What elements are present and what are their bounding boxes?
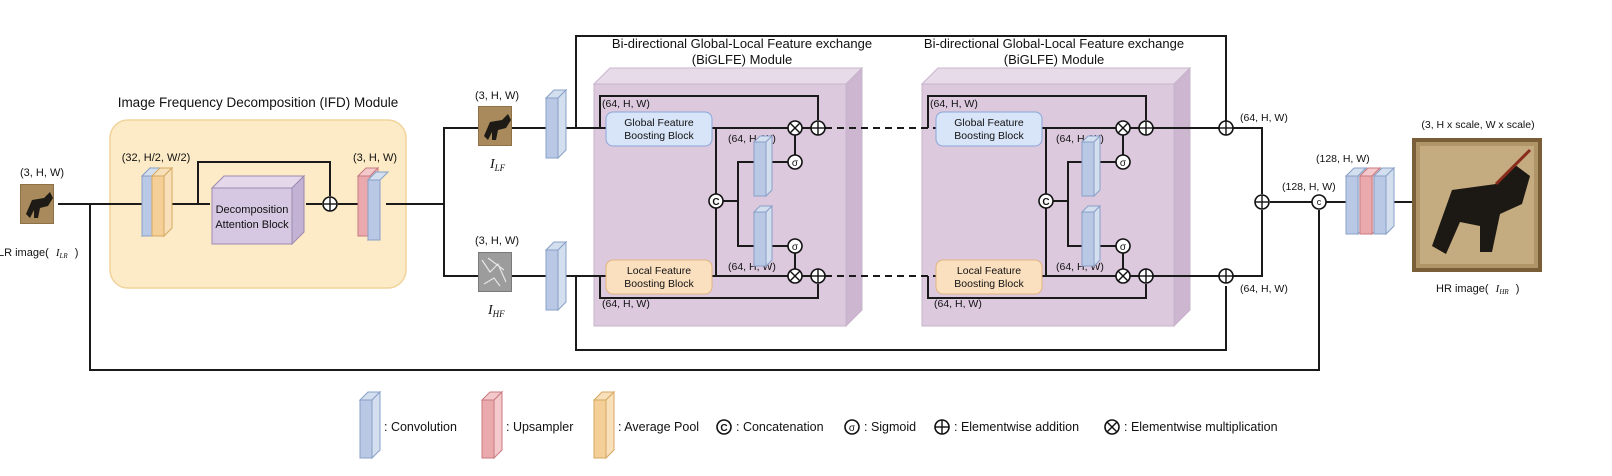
hf-conv-layer xyxy=(544,240,568,312)
svg-text:σ: σ xyxy=(792,242,799,253)
outer-bottom-add xyxy=(1218,268,1234,284)
svg-text:C: C xyxy=(720,423,727,434)
svg-text:σ: σ xyxy=(1120,242,1127,253)
local-block-1-line2: Boosting Block xyxy=(624,278,694,290)
legend-convolution-label: : Convolution xyxy=(384,420,457,434)
svg-text:c: c xyxy=(1317,197,1322,207)
merge-dim-bottom: (64, H, W) xyxy=(1240,283,1288,295)
legend-concatenation-label: : Concatenation xyxy=(736,420,824,434)
legend-upsampler-label: : Upsampler xyxy=(506,420,573,434)
merge-dim-conv: (128, H, W) xyxy=(1316,153,1370,165)
merge-dim-cat: (128, H, W) xyxy=(1282,181,1336,193)
legend: : Convolution : Upsampler : Average Pool… xyxy=(358,390,1278,460)
global-block-2-line2: Boosting Block xyxy=(954,130,1024,142)
biglfe-2-title-line2: (BiGLFE) Module xyxy=(1004,52,1104,67)
ifd-addition-op xyxy=(322,196,338,212)
global-feature-boosting-block-2: Global Feature Boosting Block xyxy=(935,111,1043,147)
biglfe-1-lower-add xyxy=(810,268,826,284)
local-feature-boosting-block-1: Local Feature Boosting Block xyxy=(605,259,713,295)
svg-text:σ: σ xyxy=(1120,158,1127,169)
lf-conv-layer xyxy=(544,88,568,160)
biglfe-2-upper-multiply xyxy=(1115,120,1131,136)
ifd-pool-dim-label: (32, H/2, W/2) xyxy=(122,152,190,164)
biglfe-1-lower-multiply xyxy=(787,268,803,284)
biglfe-2-concat-op: C xyxy=(1038,193,1054,209)
output-dim-label: (3, H x scale, W x scale) xyxy=(1421,119,1534,131)
final-concat-op: c xyxy=(1311,194,1327,210)
merge-add-op xyxy=(1254,194,1270,210)
biglfe-2-upper-conv xyxy=(1081,135,1101,197)
biglfe-2-upper-add xyxy=(1138,120,1154,136)
biglfe-1-upper-sigmoid: σ xyxy=(787,154,803,170)
local-block-1-line1: Local Feature xyxy=(627,265,691,277)
legend-sigmoid-label: : Sigmoid xyxy=(864,420,916,434)
biglfe-2-lower-multiply xyxy=(1115,268,1131,284)
biglfe-1-title-line2: (BiGLFE) Module xyxy=(692,52,792,67)
legend-multiplication-label: : Elementwise multiplication xyxy=(1124,420,1278,434)
lr-image-label: LR image( ILR ) xyxy=(0,247,78,261)
input-dim-label: (3, H, W) xyxy=(20,167,64,179)
biglfe-2-dim-bottom: (64, H, W) xyxy=(934,298,982,310)
local-block-2-line1: Local Feature xyxy=(957,265,1021,277)
biglfe-1-title-line1: Bi-directional Global-Local Feature exch… xyxy=(612,36,872,51)
biglfe-1-upper-conv xyxy=(753,135,773,197)
hf-dim-label: (3, H, W) xyxy=(475,235,519,247)
global-block-1-line2: Boosting Block xyxy=(624,130,694,142)
legend-concat-icon: C xyxy=(716,419,732,435)
hf-image xyxy=(478,252,512,292)
biglfe-2-lower-add xyxy=(1138,268,1154,284)
biglfe-1-dim-bottom: (64, H, W) xyxy=(602,298,650,310)
biglfe-2-lower-conv xyxy=(1081,205,1101,267)
biglfe-2-dim-top: (64, H, W) xyxy=(930,98,978,110)
final-conv-layer-2 xyxy=(1372,166,1396,236)
biglfe-1-upper-multiply xyxy=(787,120,803,136)
global-block-2-line1: Global Feature xyxy=(954,117,1024,129)
legend-multiplication-icon xyxy=(1104,419,1120,435)
legend-average-pool-label: : Average Pool xyxy=(618,420,699,434)
local-block-2-line2: Boosting Block xyxy=(954,278,1024,290)
connection-wires xyxy=(58,35,1414,371)
decomposition-block-line2: Attention Block xyxy=(215,219,289,231)
ifd-module-title: Image Frequency Decomposition (IFD) Modu… xyxy=(118,95,399,110)
svg-text:C: C xyxy=(712,197,719,208)
outer-top-add xyxy=(1218,120,1234,136)
merge-dim-top: (64, H, W) xyxy=(1240,112,1288,124)
local-feature-boosting-block-2: Local Feature Boosting Block xyxy=(935,259,1043,295)
biglfe-1-dim-top: (64, H, W) xyxy=(602,98,650,110)
biglfe-1-concat-op: C xyxy=(708,193,724,209)
global-feature-boosting-block-1: Global Feature Boosting Block xyxy=(605,111,713,147)
legend-average-pool-swatch xyxy=(592,390,616,460)
legend-sigmoid-icon: σ xyxy=(844,419,860,435)
biglfe-1-upper-add xyxy=(810,120,826,136)
legend-addition-icon xyxy=(934,419,950,435)
svg-text:σ: σ xyxy=(792,158,799,169)
global-block-1-line1: Global Feature xyxy=(624,117,694,129)
legend-convolution-swatch xyxy=(358,390,382,460)
legend-addition-label: : Elementwise addition xyxy=(954,420,1079,434)
lf-symbol: ILF xyxy=(489,157,506,173)
hr-image-label: HR image( IHR ) xyxy=(1436,283,1519,297)
biglfe-1-lower-sigmoid: σ xyxy=(787,238,803,254)
lf-dim-label: (3, H, W) xyxy=(475,90,519,102)
decomposition-attention-block: Decomposition Attention Block xyxy=(210,174,306,246)
svg-text:σ: σ xyxy=(849,423,856,434)
ifd-out-dim-label: (3, H, W) xyxy=(353,152,397,164)
lf-image xyxy=(478,106,512,146)
biglfe-1-lower-conv xyxy=(753,205,773,267)
biglfe-2-title-line1: Bi-directional Global-Local Feature exch… xyxy=(924,36,1184,51)
ifd-average-pool-layer xyxy=(151,167,173,237)
svg-text:C: C xyxy=(1042,197,1049,208)
hr-image xyxy=(1412,138,1542,272)
legend-upsampler-swatch xyxy=(480,390,504,460)
biglfe-2-upper-sigmoid: σ xyxy=(1115,154,1131,170)
lr-image xyxy=(20,184,54,224)
decomposition-block-line1: Decomposition xyxy=(216,204,289,216)
biglfe-2-lower-sigmoid: σ xyxy=(1115,238,1131,254)
hf-symbol: IHF xyxy=(487,303,505,319)
